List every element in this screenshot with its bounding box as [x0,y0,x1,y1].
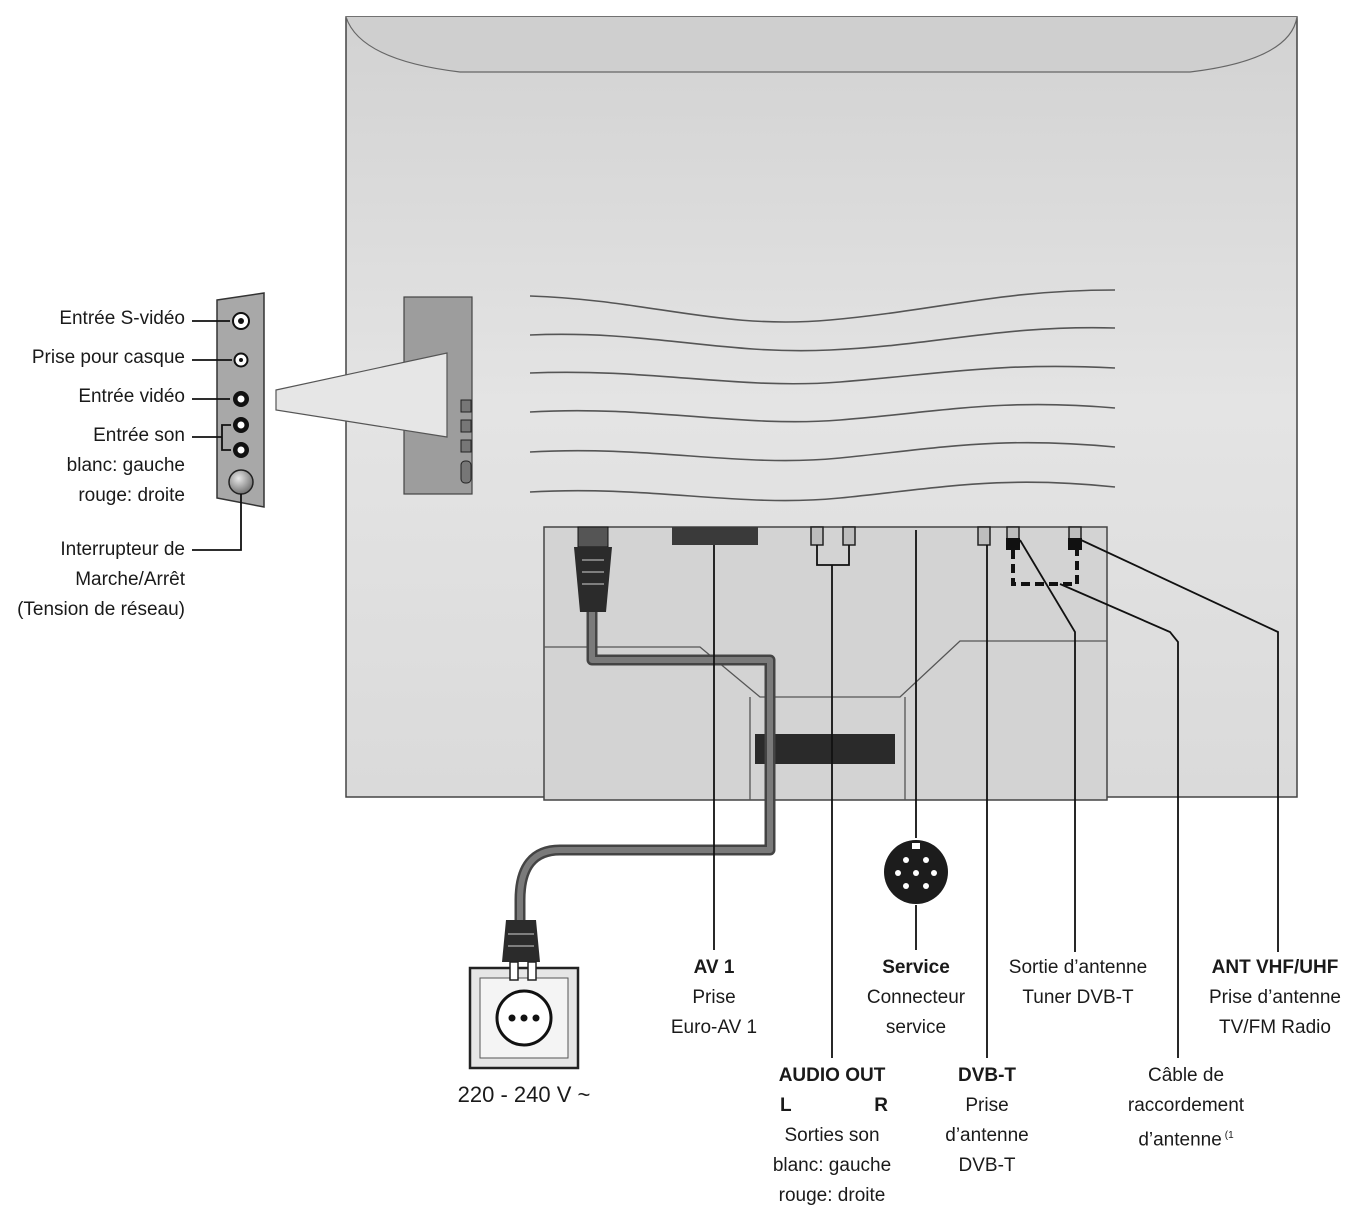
label-power-line2: Marche/Arrêt [75,569,185,590]
label-audio-out-line1: Sorties son [784,1125,880,1146]
label-audio-in: Entrée son blanc: gauche rouge: droite [67,421,185,511]
label-audio-out-title: AUDIO OUT [778,1065,886,1086]
label-tuner-out-line2: Tuner DVB-T [1022,987,1134,1008]
label-dvbt-line2: d’antenne [945,1125,1029,1146]
mains-cable [502,526,776,962]
label-service-title: Service [882,957,950,978]
label-audio-in-title: Entrée son [93,425,185,446]
wall-socket [468,961,580,1070]
label-ant-vhf-uhf: ANT VHF/UHF Prise d’antenne TV/FM Radio [1200,953,1350,1043]
label-cable-line2: raccordement [1127,1095,1245,1116]
label-service-line1: Connecteur [866,987,966,1008]
audio-out-r-socket [842,526,856,546]
scart-socket [672,527,758,545]
label-av1-line2: Euro-AV 1 [670,1017,758,1038]
label-ant-title: ANT VHF/UHF [1211,957,1339,978]
label-headphone: Prise pour casque [31,347,185,368]
label-antenna-cable: Câble de raccordement d’antenne(1 [1103,1061,1269,1155]
label-audio-out-line3: rouge: droite [778,1185,886,1206]
power-switch [228,469,254,495]
antenna-link-cable [1011,550,1079,586]
label-cable-line3-wrap: d’antenne(1 [1103,1121,1269,1155]
dvbt-socket [977,526,991,546]
label-service-line2: service [885,1017,947,1038]
label-av1-title: AV 1 [693,957,735,978]
bottom-leader-lines [713,530,1279,1058]
label-dvbt-title: DVB-T [957,1065,1017,1086]
label-service: Service Connecteur service [846,953,986,1043]
label-cable-line3: d’antenne [1138,1129,1222,1151]
label-dvbt-line3: DVB-T [958,1155,1016,1176]
label-power-line3: (Tension de réseau) [17,599,185,620]
label-audio-in-red: rouge: droite [78,485,185,506]
side-panel [216,292,265,508]
label-av1: AV 1 Prise Euro-AV 1 [644,953,784,1043]
label-power-switch: Interrupteur de Marche/Arrêt (Tension de… [17,535,185,625]
cable-clamp [755,734,895,764]
label-ant-line2: TV/FM Radio [1219,1017,1331,1038]
service-din-connector [884,840,948,904]
label-audio-out: AUDIO OUT L R Sorties son blanc: gauche … [762,1061,902,1211]
label-dvbt: DVB-T Prise d’antenne DVB-T [927,1061,1047,1181]
label-cable-line1: Câble de [1147,1065,1225,1086]
label-av1-line1: Prise [692,987,736,1008]
label-tuner-out-line1: Sortie d’antenne [1008,957,1148,978]
label-cable-footnote: (1 [1224,1130,1234,1141]
label-tuner-out: Sortie d’antenne Tuner DVB-T [995,953,1161,1013]
label-dvbt-line1: Prise [965,1095,1009,1116]
label-audio-in-white: blanc: gauche [66,455,185,476]
label-audio-out-l: L [780,1095,792,1116]
audio-out-l-socket [810,526,824,546]
ventilation-slots [529,289,1116,502]
label-audio-out-r: R [874,1095,888,1116]
label-audio-out-line2: blanc: gauche [772,1155,892,1176]
label-mains-voltage: 220 - 240 V ~ [457,1082,591,1107]
label-power-line1: Interrupteur de [60,539,185,560]
side-leader-lines [192,320,242,551]
label-ant-line1: Prise d’antenne [1208,987,1342,1008]
zoom-callout [275,352,448,438]
label-svideo: Entrée S-vidéo [59,308,185,329]
label-video-in: Entrée vidéo [78,386,185,407]
